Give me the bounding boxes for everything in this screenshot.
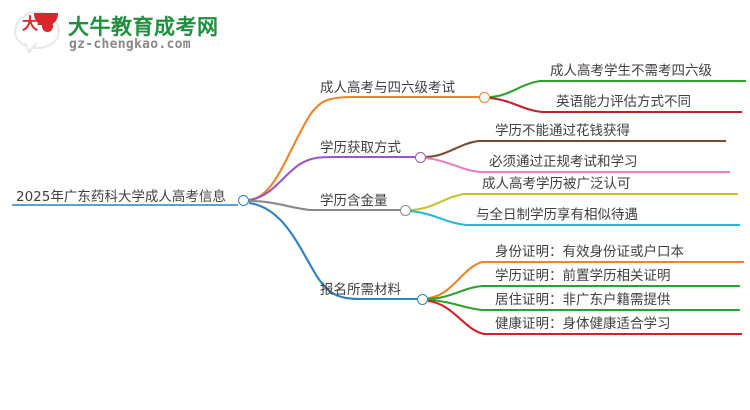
link-branch-4-child-3	[427, 298, 740, 312]
logo-mark-icon: 大牛	[12, 10, 64, 56]
branch-node-label-1[interactable]: 成人高考与四六级考试	[320, 80, 455, 96]
link-branch-4-child-1	[427, 260, 744, 300]
link-root-branch-2	[248, 155, 420, 202]
speech-bubble-tail-icon	[24, 42, 38, 54]
link-branch-3-child-1	[410, 192, 738, 212]
link-root-branch-1	[248, 95, 484, 202]
leaf-node-label-4-4[interactable]: 健康证明：身体健康适合学习	[495, 316, 671, 332]
link-branch-2-child-2	[425, 156, 730, 174]
leaf-node-label-3-1[interactable]: 成人高考学历被广泛认可	[482, 176, 631, 192]
link-branch-4-child-4	[427, 299, 742, 336]
link-branch-4-child-2	[427, 284, 740, 301]
link-root-branch-3	[248, 199, 405, 212]
branch-node-label-3[interactable]: 学历含金量	[320, 193, 388, 209]
leaf-node-label-4-1[interactable]: 身份证明：有效身份证或户口本	[495, 244, 684, 260]
leaf-node-label-2-1[interactable]: 学历不能通过花钱获得	[495, 123, 630, 139]
leaf-node-label-4-3[interactable]: 居住证明：非广东户籍需提供	[495, 292, 671, 308]
root-node-label[interactable]: 2025年广东药科大学成人高考信息	[16, 189, 226, 205]
branch-node-label-2[interactable]: 学历获取方式	[320, 140, 401, 156]
branch-node-dot-2[interactable]	[415, 152, 426, 163]
logo-domain: gz-chengkao.com	[69, 37, 191, 52]
link-branch-1-child-2	[489, 96, 742, 114]
leaf-node-label-2-2[interactable]: 必须通过正规考试和学习	[489, 154, 638, 170]
leaf-node-label-4-2[interactable]: 学历证明：前置学历相关证明	[495, 268, 671, 284]
leaf-node-label-3-2[interactable]: 与全日制学历享有相似待遇	[476, 207, 638, 223]
branch-node-dot-1[interactable]	[479, 92, 490, 103]
leaf-node-label-1-2[interactable]: 英语能力评估方式不同	[556, 94, 691, 110]
logo-title: 大牛教育成考网	[68, 15, 219, 39]
branch-node-dot-3[interactable]	[400, 205, 411, 216]
link-branch-3-child-2	[410, 209, 740, 227]
site-logo: 大牛 大牛教育成考网 gz-chengkao.com	[12, 8, 218, 60]
logo-mark-text: 大牛	[21, 14, 53, 33]
root-node-dot[interactable]	[238, 195, 249, 206]
link-root-branch-4	[248, 201, 422, 301]
branch-node-label-4[interactable]: 报名所需材料	[320, 282, 401, 298]
branch-node-dot-4[interactable]	[417, 294, 428, 305]
link-branch-1-child-1	[489, 79, 746, 99]
leaf-node-label-1-1[interactable]: 成人高考学生不需考四六级	[550, 63, 712, 79]
logo-dot-icon	[42, 21, 53, 32]
link-branch-2-child-1	[425, 139, 726, 159]
